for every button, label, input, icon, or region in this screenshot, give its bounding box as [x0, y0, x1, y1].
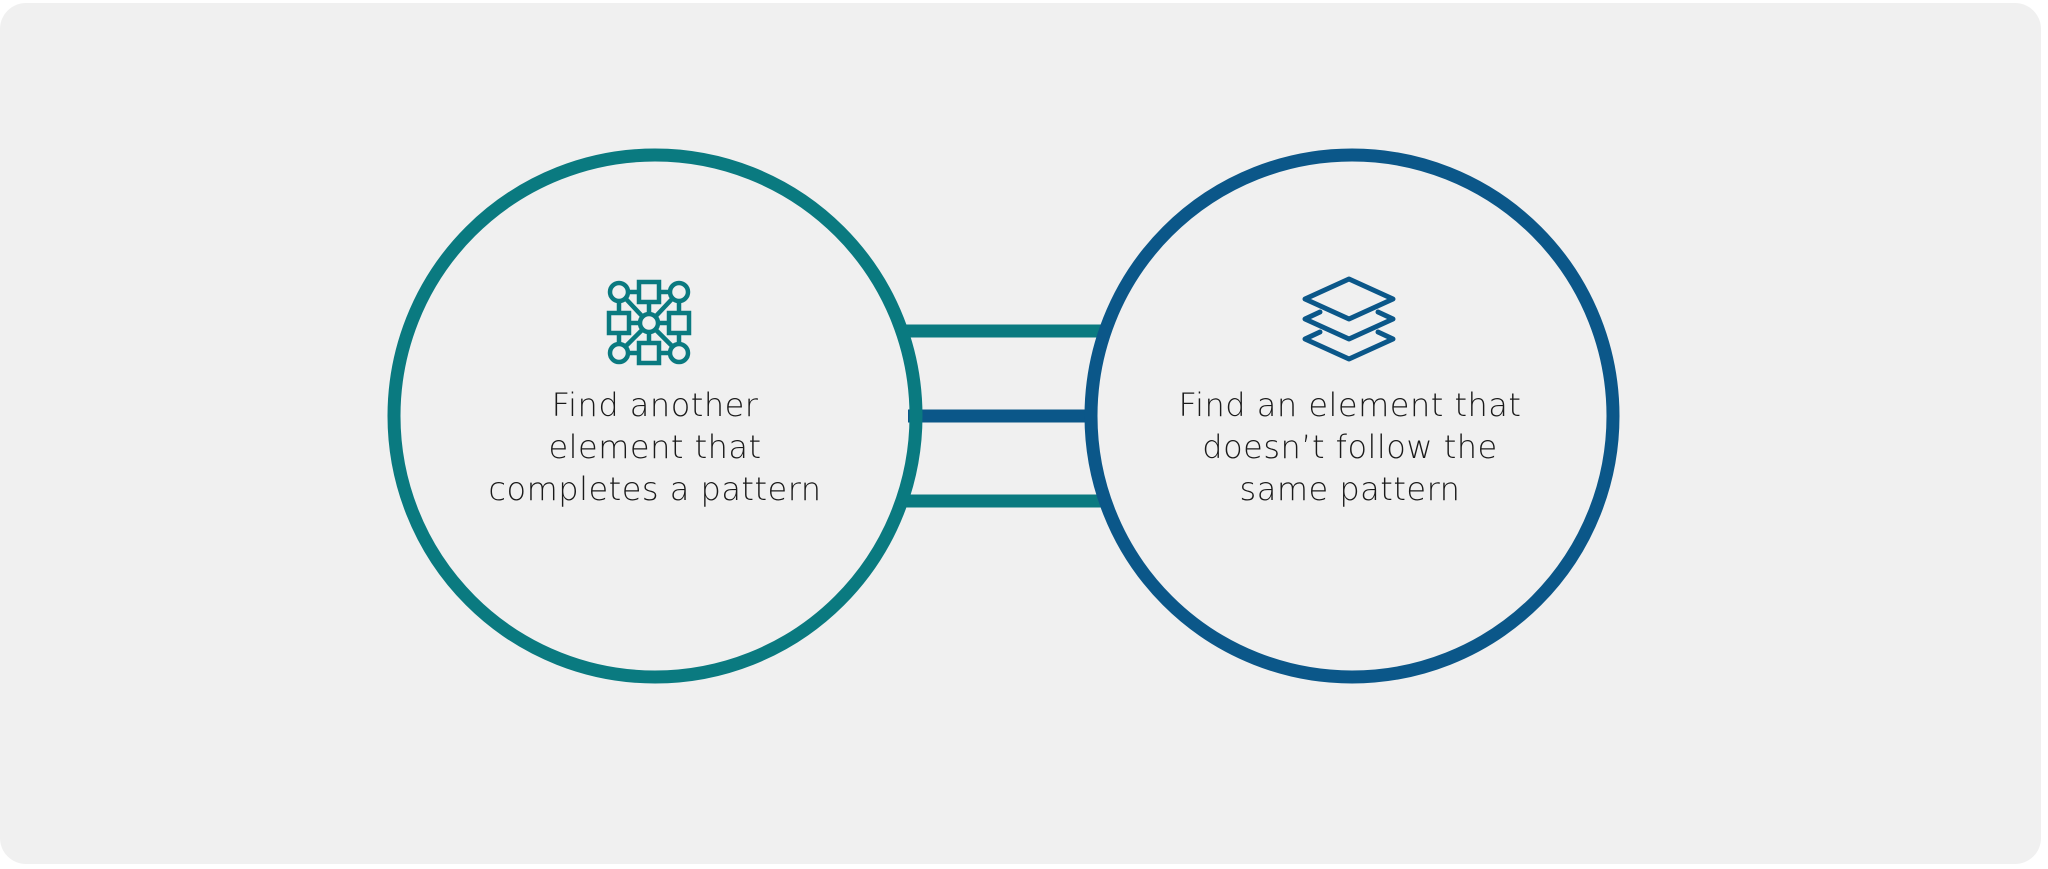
- stacked-layers-icon: [1302, 276, 1396, 362]
- right-circle: [1084, 148, 1620, 684]
- right-circle-text: Find an element that doesn’t follow the …: [1178, 386, 1522, 508]
- left-circle-text: Find another element that completes a pa…: [488, 386, 822, 508]
- left-circle: [387, 148, 923, 684]
- background-panel: [0, 3, 2041, 864]
- pattern-network-icon: [606, 279, 692, 366]
